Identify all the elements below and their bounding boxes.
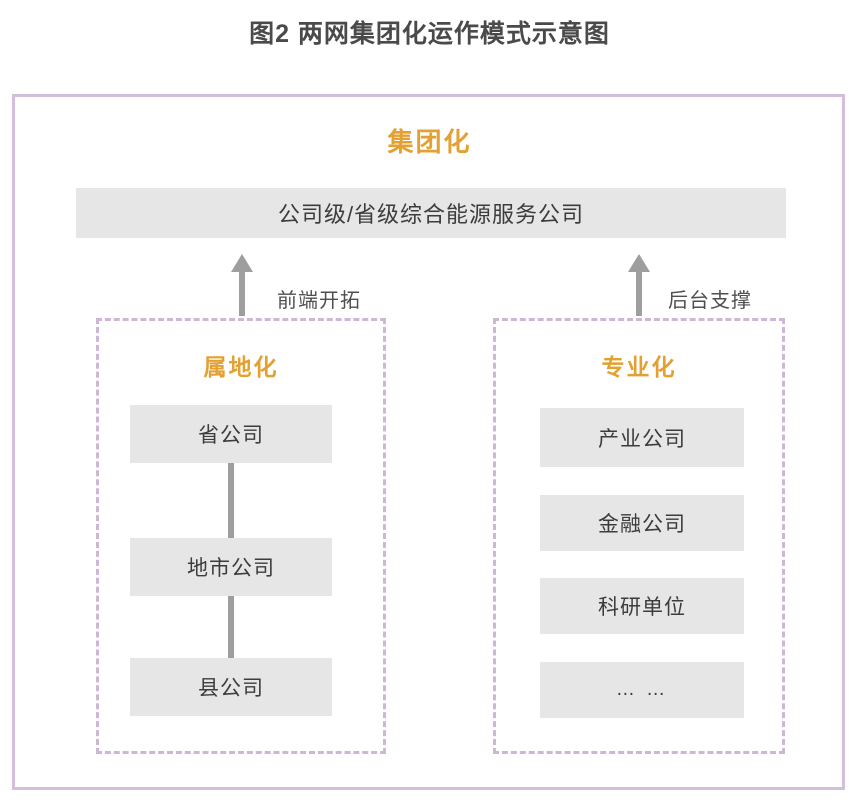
top-level-company-label: 公司级/省级综合能源服务公司 [277, 202, 585, 227]
node-province-company: 省公司 [130, 405, 332, 463]
page-title: 图2 两网集团化运作模式示意图 [249, 20, 610, 48]
node-label: … … [615, 679, 669, 700]
node-label: 金融公司 [598, 513, 686, 536]
panel-heading-localization: 属地化 [203, 354, 279, 380]
connector-city-to-county [228, 596, 234, 658]
node-label: 县公司 [198, 677, 264, 700]
node-industry-company: 产业公司 [540, 408, 744, 467]
panel-localization [96, 318, 386, 754]
flow-label-back-office: 后台支撑 [668, 290, 752, 312]
top-level-company-box: 公司级/省级综合能源服务公司 [76, 188, 786, 238]
flow-label-front-end: 前端开拓 [277, 290, 361, 312]
arrow-shaft [239, 268, 245, 316]
arrow-up-icon-back-office [624, 254, 654, 316]
node-label: 科研单位 [598, 596, 686, 619]
connector-province-to-city [228, 463, 234, 538]
node-ellipsis: … … [540, 662, 744, 718]
group-heading: 集团化 [387, 127, 472, 157]
arrow-head [628, 254, 650, 272]
panel-specialization [493, 318, 785, 754]
node-research-institute: 科研单位 [540, 578, 744, 634]
node-county-company: 县公司 [130, 658, 332, 716]
node-label: 产业公司 [598, 427, 686, 451]
node-label: 地市公司 [187, 557, 275, 580]
arrow-up-icon-front-end [227, 254, 257, 316]
node-city-company: 地市公司 [130, 538, 332, 596]
arrow-shaft [636, 268, 642, 316]
arrow-head [231, 254, 253, 272]
panel-heading-specialization: 专业化 [601, 354, 677, 380]
node-label: 省公司 [198, 424, 264, 447]
node-finance-company: 金融公司 [540, 495, 744, 551]
